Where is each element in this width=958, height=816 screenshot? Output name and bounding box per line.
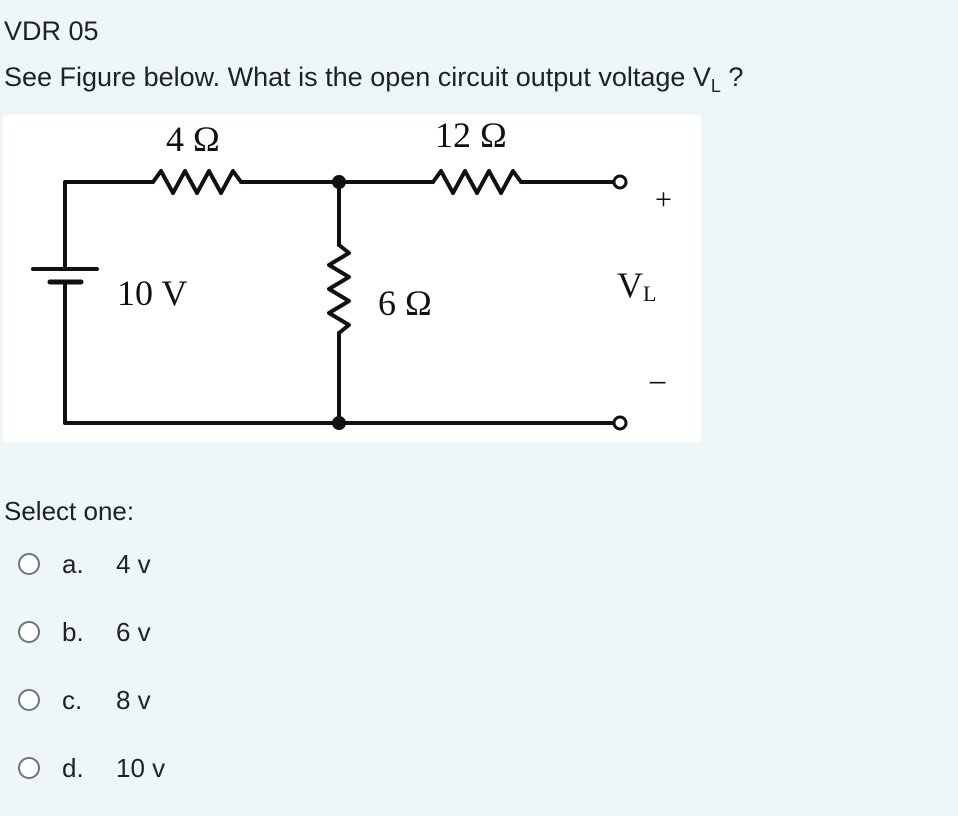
- option-c-text: 8 v: [116, 684, 151, 715]
- option-d-letter: d.: [62, 752, 84, 783]
- option-a-text: 4 v: [116, 548, 151, 579]
- option-d-text: 10 v: [116, 752, 166, 783]
- option-c-letter: c.: [62, 684, 83, 715]
- select-one-label: Select one:: [4, 496, 135, 526]
- minus-sign: −: [648, 365, 668, 402]
- wire-left-top: [63, 180, 155, 269]
- radio-a[interactable]: [18, 553, 40, 575]
- radio-c[interactable]: [18, 689, 40, 711]
- circuit-diagram: [31, 169, 628, 431]
- vl-subscript: L: [643, 281, 657, 306]
- question-suffix: ?: [720, 62, 744, 92]
- option-a-letter: a.: [62, 548, 84, 579]
- label-vl: VL: [617, 267, 656, 305]
- plus-sign: +: [655, 183, 672, 216]
- question-text: See Figure below. What is the open circu…: [4, 62, 743, 97]
- terminal-top: [612, 174, 628, 190]
- label-4-ohm: 4 Ω: [166, 119, 220, 159]
- question-main-text: See Figure below. What is the open circu…: [4, 62, 711, 92]
- junction-bottom: [332, 416, 346, 430]
- terminal-bottom: [612, 415, 628, 431]
- resistor-12-ohm: [431, 169, 523, 195]
- label-6-ohm: 6 Ω: [378, 283, 432, 323]
- resistor-6-ohm: [327, 243, 351, 335]
- option-c[interactable]: c. 8 v: [18, 683, 151, 717]
- option-b[interactable]: b. 6 v: [18, 615, 151, 649]
- option-b-text: 6 v: [116, 616, 151, 647]
- label-10-volt: 10 V: [117, 273, 188, 313]
- resistor-4-ohm: [151, 169, 243, 195]
- circuit-figure: 4 Ω 12 Ω 10 V 6 Ω VL + −: [3, 115, 701, 442]
- vl-letter: V: [617, 265, 643, 305]
- option-a[interactable]: a. 4 v: [18, 547, 151, 581]
- junction-top: [332, 175, 346, 189]
- label-12-ohm: 12 Ω: [435, 115, 507, 155]
- radio-b[interactable]: [18, 621, 40, 643]
- option-d[interactable]: d. 10 v: [18, 751, 165, 785]
- question-number: VDR 05: [4, 16, 99, 46]
- wire-left-bottom: [63, 280, 615, 425]
- radio-d[interactable]: [18, 757, 40, 779]
- question-subscript: L: [710, 76, 721, 96]
- option-b-letter: b.: [62, 616, 84, 647]
